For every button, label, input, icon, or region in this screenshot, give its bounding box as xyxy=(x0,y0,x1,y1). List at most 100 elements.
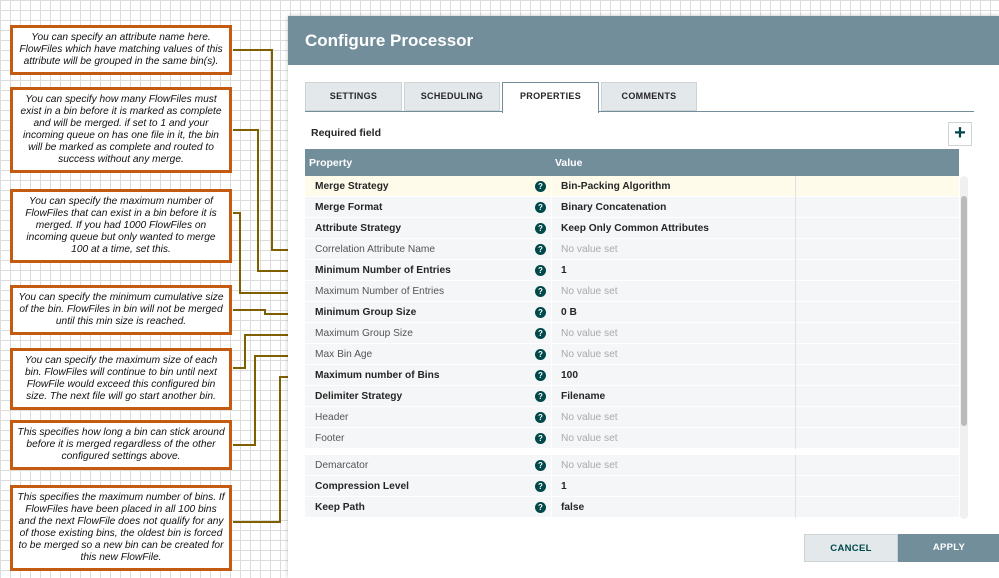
cell-divider xyxy=(551,218,552,239)
cell-divider xyxy=(551,239,552,260)
cell-divider xyxy=(551,344,552,365)
help-icon[interactable]: ? xyxy=(535,349,546,360)
column-divider xyxy=(795,407,796,428)
table-row[interactable]: Demarcator? No value set xyxy=(305,455,959,476)
property-name: Merge Strategy xyxy=(315,181,389,192)
table-row[interactable]: Merge Strategy? Bin-Packing Algorithm xyxy=(305,176,959,197)
note-maximum-group-size: You can specify the maximum size of each… xyxy=(10,348,232,410)
property-value[interactable]: 100 xyxy=(561,370,578,381)
add-property-button[interactable]: + xyxy=(948,122,972,146)
dialog-title: Configure Processor xyxy=(288,16,999,65)
help-icon[interactable]: ? xyxy=(535,265,546,276)
tab-bar: SETTINGS SCHEDULING PROPERTIES COMMENTS xyxy=(305,82,974,113)
help-icon[interactable]: ? xyxy=(535,502,546,513)
cell-divider xyxy=(551,428,552,449)
note-max-bin-age: This specifies how long a bin can stick … xyxy=(10,420,232,470)
property-value[interactable]: No value set xyxy=(561,412,618,423)
help-icon[interactable]: ? xyxy=(535,223,546,234)
table-header: Property Value xyxy=(305,149,959,176)
property-value[interactable]: No value set xyxy=(561,460,618,471)
property-name: Minimum Number of Entries xyxy=(315,265,451,276)
property-name: Maximum Group Size xyxy=(315,328,413,339)
property-name: Delimiter Strategy xyxy=(315,391,403,402)
required-field-label: Required field xyxy=(311,127,382,139)
table-row[interactable]: Correlation Attribute Name?No value set xyxy=(305,239,959,260)
table-scrollbar[interactable] xyxy=(960,176,968,519)
table-row[interactable]: Max Bin Age?No value set xyxy=(305,344,959,365)
cell-divider xyxy=(551,365,552,386)
table-row[interactable]: Maximum Number of Entries?No value set xyxy=(305,281,959,302)
table-row[interactable]: Attribute Strategy?Keep Only Common Attr… xyxy=(305,218,959,239)
tab-settings[interactable]: SETTINGS xyxy=(305,82,402,111)
properties-table: Property Value Merge Strategy? Bin-Packin… xyxy=(305,149,959,519)
property-value[interactable]: Bin-Packing Algorithm xyxy=(561,181,671,192)
help-icon[interactable]: ? xyxy=(535,328,546,339)
cell-divider xyxy=(551,455,552,476)
table-row[interactable]: Minimum Number of Entries? 1 xyxy=(305,260,959,281)
tab-scheduling[interactable]: SCHEDULING xyxy=(404,82,500,111)
property-name: Keep Path xyxy=(315,502,365,513)
apply-button[interactable]: APPLY xyxy=(898,534,999,562)
cell-divider xyxy=(551,281,552,302)
property-value[interactable]: Keep Only Common Attributes xyxy=(561,223,709,234)
help-icon[interactable]: ? xyxy=(535,433,546,444)
column-divider xyxy=(795,476,796,497)
cell-divider xyxy=(551,197,552,218)
note-correlation-attribute: You can specify an attribute name here. … xyxy=(10,25,232,75)
note-maximum-bins: This specifies the maximum number of bin… xyxy=(10,485,232,571)
property-value[interactable]: 1 xyxy=(561,481,567,492)
tab-comments[interactable]: COMMENTS xyxy=(601,82,697,111)
table-row[interactable]: Delimiter Strategy? Filename xyxy=(305,386,959,407)
help-icon[interactable]: ? xyxy=(535,307,546,318)
help-icon[interactable]: ? xyxy=(535,481,546,492)
property-value[interactable]: false xyxy=(561,502,585,513)
tab-properties[interactable]: PROPERTIES xyxy=(502,82,599,113)
property-name: Compression Level xyxy=(315,481,409,492)
cell-divider xyxy=(551,497,552,518)
note-minimum-entries: You can specify how many FlowFiles must … xyxy=(10,87,232,173)
column-divider xyxy=(795,218,796,239)
help-icon[interactable]: ? xyxy=(535,181,546,192)
column-divider xyxy=(795,386,796,407)
property-name: Demarcator xyxy=(315,460,369,471)
column-divider xyxy=(795,281,796,302)
property-name: Merge Format xyxy=(315,202,383,213)
table-row[interactable]: Merge Format? Binary Concatenation xyxy=(305,197,959,218)
property-name: Maximum number of Bins xyxy=(315,370,440,381)
plus-icon: + xyxy=(954,122,966,144)
property-value[interactable]: Binary Concatenation xyxy=(561,202,667,213)
property-value[interactable]: 0 B xyxy=(561,307,577,318)
help-icon[interactable]: ? xyxy=(535,391,546,402)
help-icon[interactable]: ? xyxy=(535,244,546,255)
help-icon[interactable]: ? xyxy=(535,202,546,213)
property-value[interactable]: No value set xyxy=(561,244,618,255)
help-icon[interactable]: ? xyxy=(535,286,546,297)
configure-processor-dialog: Configure Processor SETTINGS SCHEDULING … xyxy=(288,16,999,578)
property-value[interactable]: 1 xyxy=(561,265,567,276)
column-divider xyxy=(795,239,796,260)
table-row[interactable]: Compression Level? 1 xyxy=(305,476,959,497)
table-row[interactable]: Minimum Group Size?0 B xyxy=(305,302,959,323)
cancel-button[interactable]: CANCEL xyxy=(804,534,898,562)
property-value[interactable]: No value set xyxy=(561,349,618,360)
table-row[interactable]: Footer? No value set xyxy=(305,428,959,449)
property-value[interactable]: No value set xyxy=(561,328,618,339)
cell-divider xyxy=(551,176,552,197)
cell-divider xyxy=(551,302,552,323)
table-row[interactable]: Keep Path? false xyxy=(305,497,959,518)
property-value[interactable]: No value set xyxy=(561,433,618,444)
property-value[interactable]: No value set xyxy=(561,286,618,297)
table-row[interactable]: Maximum number of Bins? 100 xyxy=(305,365,959,386)
table-row[interactable]: Maximum Group Size? No value set xyxy=(305,323,959,344)
scrollbar-thumb[interactable] xyxy=(961,196,967,426)
property-value[interactable]: Filename xyxy=(561,391,606,402)
column-divider xyxy=(795,365,796,386)
property-name: Footer xyxy=(315,433,345,444)
column-divider xyxy=(795,455,796,476)
help-icon[interactable]: ? xyxy=(535,370,546,381)
table-row[interactable]: Header?No value set xyxy=(305,407,959,428)
help-icon[interactable]: ? xyxy=(535,412,546,423)
help-icon[interactable]: ? xyxy=(535,460,546,471)
column-divider xyxy=(795,344,796,365)
